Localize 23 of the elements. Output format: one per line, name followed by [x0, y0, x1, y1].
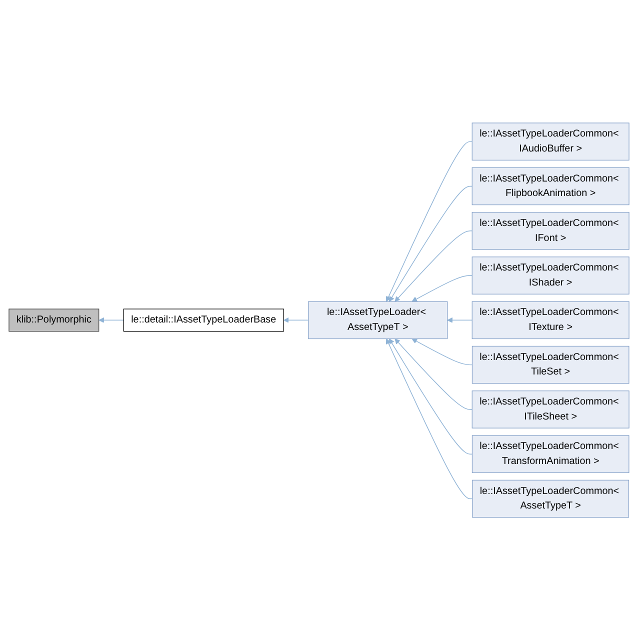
arrow	[386, 338, 473, 499]
arrow	[394, 230, 472, 302]
node-box: klib::Polymorphic	[8, 308, 100, 332]
node-box: le::IAssetTypeLoaderCommon< FlipbookAnimation >	[472, 167, 630, 205]
arrow	[283, 317, 309, 323]
arrow	[447, 317, 472, 323]
node-box: le::IAssetTypeLoaderCommon< IAudioBuffer >	[472, 122, 630, 160]
arrow	[386, 141, 472, 302]
arrow	[412, 274, 472, 302]
node-box: le::detail::IAssetTypeLoaderBase	[123, 308, 284, 332]
arrow	[388, 338, 473, 454]
arrow	[98, 317, 124, 323]
node-box: le::IAssetTypeLoaderCommon< ITileSheet >	[472, 390, 630, 428]
node-box: le::IAssetTypeLoaderCommon< IShader >	[472, 256, 630, 294]
node-box: le::IAssetTypeLoaderCommon< TileSet >	[472, 346, 630, 384]
node-box: le::IAssetTypeLoaderCommon< TransformAnimation >	[472, 435, 630, 473]
node-box: le::IAssetTypeLoaderCommon< IFont >	[472, 212, 630, 250]
node-box: le::IAssetTypeLoader< AssetTypeT >	[308, 301, 448, 339]
arrow	[388, 186, 472, 302]
arrow	[394, 338, 472, 410]
arrow	[412, 338, 473, 366]
node-box: le::IAssetTypeLoaderCommon< AssetTypeT >	[472, 480, 630, 518]
node-box: le::IAssetTypeLoaderCommon< ITexture >	[472, 301, 630, 339]
